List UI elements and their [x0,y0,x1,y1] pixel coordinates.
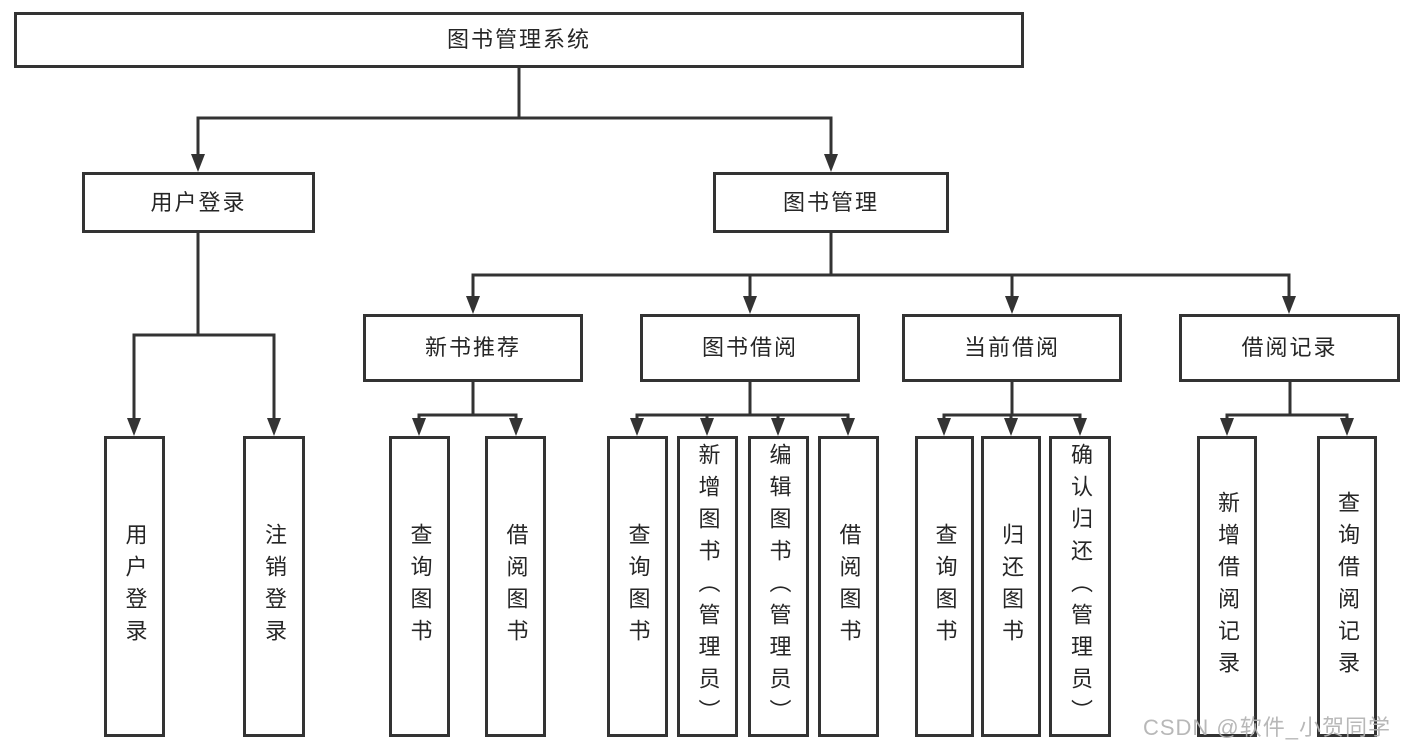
leaf-edit-books-admin: 编辑图书（管理员） [748,436,809,737]
node-current-borrow: 当前借阅 [902,314,1122,382]
leaf-add-books-admin-label: 新增图书（管理员） [695,442,721,731]
leaf-return-books: 归还图书 [981,436,1041,737]
node-user-login: 用户登录 [82,172,315,233]
node-book-borrow-label: 图书借阅 [701,335,798,360]
node-user-login-label: 用户登录 [150,189,247,215]
leaf-logout: 注销登录 [243,436,305,737]
node-root: 图书管理系统 [14,12,1024,68]
leaf-query-borrow-record: 查询借阅记录 [1317,436,1377,737]
node-new-book-recommend-label: 新书推荐 [424,335,521,360]
node-borrow-records: 借阅记录 [1179,314,1400,382]
node-book-management-label: 图书管理 [782,189,879,215]
node-new-book-recommend: 新书推荐 [363,314,583,382]
leaf-confirm-return-admin: 确认归还（管理员） [1049,436,1111,737]
leaf-query-books-borrow-label: 查询图书 [625,522,651,651]
leaf-query-books-recommend-label: 查询图书 [407,522,433,651]
node-root-label: 图书管理系统 [446,27,591,52]
node-book-management: 图书管理 [713,172,949,233]
leaf-query-books-recommend: 查询图书 [389,436,450,737]
leaf-borrow-books-recommend: 借阅图书 [485,436,546,737]
node-borrow-records-label: 借阅记录 [1241,335,1338,360]
leaf-add-borrow-record-label: 新增借阅记录 [1215,490,1240,683]
leaf-query-books-current: 查询图书 [915,436,974,737]
leaf-confirm-return-admin-label: 确认归还（管理员） [1068,442,1093,731]
leaf-add-books-admin: 新增图书（管理员） [677,436,738,737]
leaf-query-borrow-record-label: 查询借阅记录 [1335,490,1360,683]
node-book-borrow: 图书借阅 [640,314,860,382]
leaf-borrow-books-recommend-label: 借阅图书 [503,522,529,651]
leaf-return-books-label: 归还图书 [999,522,1024,651]
leaf-logout-label: 注销登录 [262,522,287,651]
leaf-user-login-label: 用户登录 [122,522,148,651]
arrowheads [127,154,1354,436]
leaf-query-books-borrow: 查询图书 [607,436,668,737]
node-current-borrow-label: 当前借阅 [963,335,1060,360]
leaf-user-login: 用户登录 [104,436,165,737]
leaf-borrow-books-label: 借阅图书 [836,522,862,651]
leaf-add-borrow-record: 新增借阅记录 [1197,436,1257,737]
leaf-query-books-current-label: 查询图书 [932,522,958,651]
csdn-watermark: CSDN @软件_小贺同学 [1142,715,1391,740]
leaf-edit-books-admin-label: 编辑图书（管理员） [766,442,792,731]
leaf-borrow-books: 借阅图书 [818,436,879,737]
